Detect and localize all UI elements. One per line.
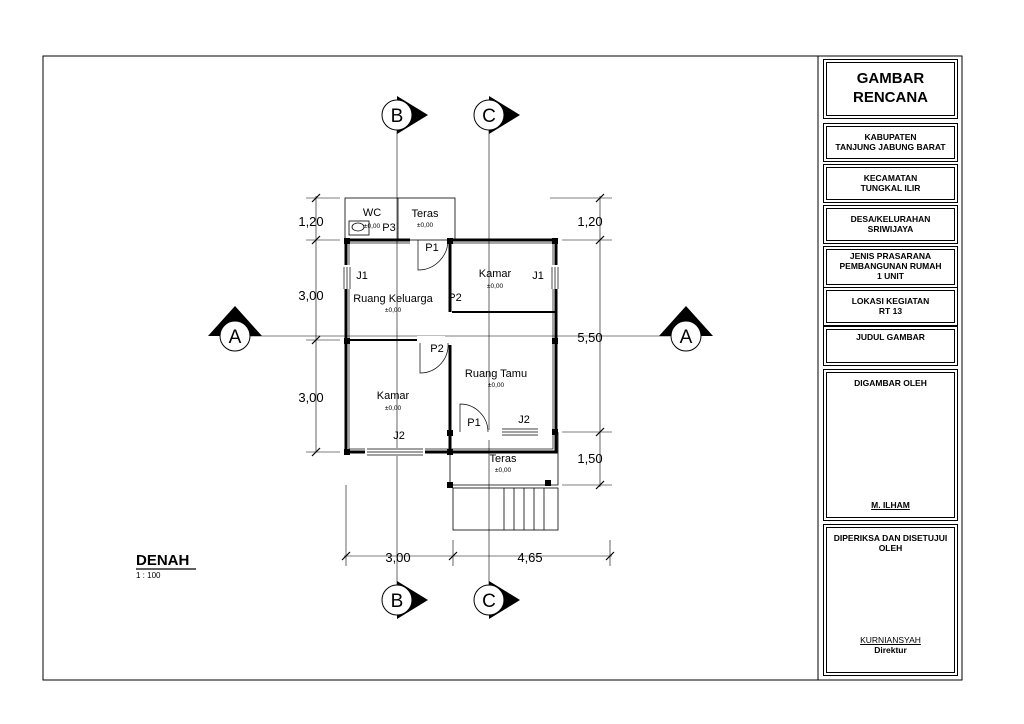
grid-marker-c-bottom: C [473, 581, 520, 619]
tb-heading-line1: GAMBAR [856, 70, 925, 87]
tb-digambar-label: DIGAMBAR OLEH [854, 378, 927, 388]
windows [343, 267, 559, 456]
tb-desa-label: DESA/KELURAHAN [850, 214, 931, 224]
label-j2-right: J2 [518, 414, 530, 426]
level-wc: ±0,00 [364, 223, 381, 230]
tb-digambar: DIGAMBAR OLEH M. ILHAM [823, 369, 958, 521]
tb-lokasi-label: LOKASI KEGIATAN [851, 296, 930, 306]
sheet-border [42, 55, 963, 681]
dim-right-3: 1,50 [577, 451, 602, 466]
label-p1-bottom: P1 [467, 417, 480, 429]
tb-jenis-value: PEMBANGUNAN RUMAH [839, 261, 942, 271]
tb-heading-line2: RENCANA [853, 89, 928, 106]
tb-judul: JUDUL GAMBAR [823, 326, 958, 366]
tb-jenis-label: JENIS PRASARANA [849, 251, 932, 261]
level-kamar-left: ±0,00 [385, 405, 402, 412]
tb-desa-value: SRIWIJAYA [867, 224, 914, 234]
dim-right-1: 1,20 [577, 214, 602, 229]
grid-label-c-bottom: C [482, 591, 496, 612]
room-ruang-keluarga: Ruang Keluarga [353, 293, 433, 305]
tb-judul-label: JUDUL GAMBAR [856, 332, 925, 342]
level-ruang-tamu: ±0,00 [488, 382, 505, 389]
room-teras-bottom: Teras [490, 453, 517, 465]
room-teras-top: Teras [412, 208, 439, 220]
tb-kecamatan-value: TUNGKAL ILIR [860, 183, 921, 193]
tb-lokasi: LOKASI KEGIATAN RT 13 [823, 287, 958, 326]
grid-label-b-bottom: B [391, 591, 404, 612]
dim-bottom-1: 3,00 [385, 550, 410, 565]
tb-kecamatan: KECAMATAN TUNGKAL ILIR [823, 164, 958, 203]
dim-right-2: 5,50 [577, 330, 602, 345]
label-j1-left: J1 [356, 270, 368, 282]
wc-block [344, 197, 456, 241]
dimension-lines [306, 196, 612, 566]
tb-diperiksa-label: DIPERIKSA DAN DISETUJUI OLEH [833, 533, 948, 553]
level-teras-bottom: ±0,00 [495, 467, 512, 474]
dim-bottom-2: 4,65 [517, 550, 542, 565]
grid-marker-b-top: B [381, 96, 428, 134]
label-j2-left: J2 [393, 430, 405, 442]
room-ruang-tamu: Ruang Tamu [465, 368, 527, 380]
room-kamar-left: Kamar [377, 390, 410, 402]
label-p3: P3 [382, 222, 395, 234]
tb-kabupaten-value: TANJUNG JABUNG BARAT [835, 142, 946, 152]
tb-jenis-unit: 1 UNIT [877, 271, 904, 281]
grid-marker-b-bottom: B [381, 581, 428, 619]
dim-left-3: 3,00 [298, 390, 323, 405]
tb-diperiksa: DIPERIKSA DAN DISETUJUI OLEH KURNIANSYAH… [823, 524, 958, 676]
door-swings [417, 239, 489, 433]
dim-left-1: 1,20 [298, 214, 323, 229]
level-ruang-keluarga: ±0,00 [385, 307, 402, 314]
tb-diperiksa-name: KURNIANSYAH [860, 635, 921, 645]
room-wc: WC [363, 207, 381, 219]
tb-diperiksa-role: Direktur [874, 645, 907, 655]
plan-scale: 1 : 100 [136, 571, 161, 580]
dim-left-2: 3,00 [298, 288, 323, 303]
terrace-bottom [449, 432, 559, 531]
tb-kabupaten: KABUPATEN TANJUNG JABUNG BARAT [823, 123, 958, 162]
level-teras-top: ±0,00 [417, 222, 434, 229]
level-kamar-right: ±0,00 [487, 283, 504, 290]
tb-heading: GAMBAR RENCANA [823, 59, 958, 119]
grid-label-b-top: B [391, 106, 404, 127]
label-p1-top: P1 [425, 242, 438, 254]
tb-digambar-name: M. ILHAM [871, 500, 910, 510]
plan-title: DENAH [136, 552, 189, 569]
floor-plan: B C B C A A [136, 96, 713, 619]
tb-jenis: JENIS PRASARANA PEMBANGUNAN RUMAH 1 UNIT [823, 246, 958, 288]
label-p2-right: P2 [448, 292, 461, 304]
section-marker-a-right: A [659, 306, 713, 352]
section-marker-a-left: A [208, 306, 262, 352]
section-label-a-left: A [229, 327, 242, 348]
tb-desa: DESA/KELURAHAN SRIWIJAYA [823, 205, 958, 244]
tb-lokasi-value: RT 13 [878, 306, 903, 316]
section-label-a-right: A [680, 327, 693, 348]
room-kamar-right: Kamar [479, 268, 512, 280]
label-j1-right: J1 [532, 270, 544, 282]
grid-marker-c-top: C [473, 96, 520, 134]
tb-kecamatan-label: KECAMATAN [863, 173, 918, 183]
grid-label-c-top: C [482, 106, 496, 127]
tb-kabupaten-label: KABUPATEN [864, 132, 917, 142]
label-p2-left: P2 [430, 343, 443, 355]
